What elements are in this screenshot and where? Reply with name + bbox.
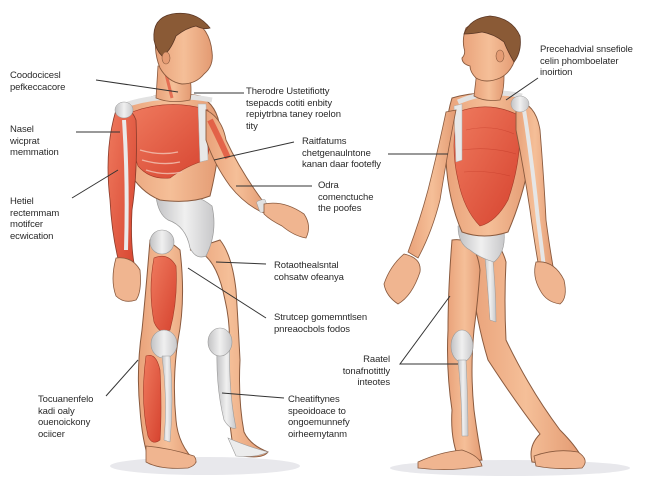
label-center-ribs: Raitfatums chetgenaulntone kanan daar fo… xyxy=(302,136,381,170)
right-figure xyxy=(383,15,586,470)
left-figure xyxy=(107,12,309,469)
label-center-arm: Odra comenctuche the poofes xyxy=(318,180,374,214)
leader-c5 xyxy=(187,267,267,319)
leader-c4 xyxy=(215,261,267,265)
floor-shadow-left xyxy=(110,457,300,475)
label-center-shin: Cheatiftynes speoidoace to ongoemunnefy … xyxy=(288,394,350,440)
label-right-knee: Raatel tonafnotittly inteotes xyxy=(342,354,390,388)
label-center-inner-thigh: Strutcep gomemntlsen pnreaocbols fodos xyxy=(274,312,368,335)
leader-l3 xyxy=(71,169,119,199)
label-left-neck: Coodocicesl pefkeccacore xyxy=(10,70,66,93)
leader-lines xyxy=(71,77,539,399)
label-right-shoulder: Precehadvial snsefiole celin phomboelate… xyxy=(540,44,633,78)
leader-c6 xyxy=(221,392,285,399)
label-left-calf: Tocuanenfelo kadi oaly ouenoickony ociic… xyxy=(38,394,94,440)
label-left-shoulder: Nasel wicprat memmation xyxy=(10,124,59,158)
label-center-chest: Therodre Ustetifiotty tsepacds cotiti en… xyxy=(246,86,341,132)
leader-c2 xyxy=(213,141,295,161)
leader-r1 xyxy=(505,77,539,101)
label-center-thigh: Rotaothealsntal cohsatw ofeanya xyxy=(274,260,344,283)
leader-c7 xyxy=(399,295,458,365)
label-left-forearm: Hetiel rectemmam motifcer ecwication xyxy=(10,196,60,242)
leader-l4 xyxy=(105,359,139,397)
leader-l1 xyxy=(95,79,179,93)
